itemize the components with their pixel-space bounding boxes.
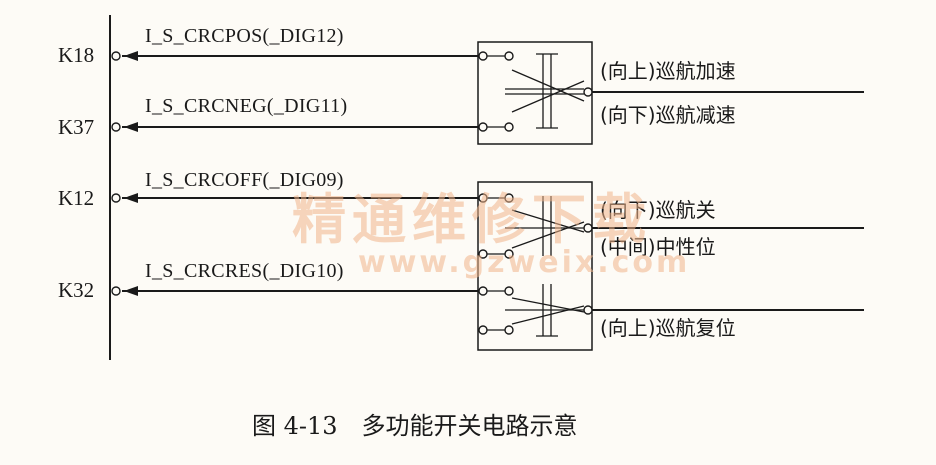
switch-2-contact-3-left — [478, 286, 488, 296]
arrow-k12 — [124, 193, 138, 203]
pin-label-k18: K18 — [58, 43, 94, 67]
switch-2-common-node-lower — [583, 305, 593, 315]
switch-2-contact-4-right — [504, 325, 514, 335]
switch-1-contact-lower-left — [478, 122, 488, 132]
switch-1-position-up: (向上)巡航加速 — [600, 59, 736, 83]
watermark-text: 精通维修下载 — [292, 188, 652, 251]
switch-1-contact-lower-right — [504, 122, 514, 132]
switch-1-position-down: (向下)巡航减速 — [600, 103, 736, 127]
switch-2-off-resume — [477, 181, 593, 351]
pin-node-k32 — [111, 286, 121, 296]
signal-label-crcoff: I_S_CRCOFF(_DIG09) — [145, 169, 344, 191]
switch-1-accel-decel — [477, 41, 593, 145]
switch-1-housing — [477, 41, 593, 145]
signal-label-crcpos: I_S_CRCPOS(_DIG12) — [145, 25, 344, 47]
switch-2-position-off: (向下)巡航关 — [600, 198, 716, 222]
figure-caption: 图 4-13 多功能开关电路示意 — [252, 412, 578, 440]
switch-2-housing — [477, 181, 593, 351]
arrow-k37 — [124, 122, 138, 132]
arrow-k32 — [124, 286, 138, 296]
pin-label-k37: K37 — [58, 115, 94, 139]
signal-label-crcneg: I_S_CRCNEG(_DIG11) — [145, 95, 347, 117]
pin-label-k32: K32 — [58, 278, 94, 302]
pin-node-k12 — [111, 193, 121, 203]
arrow-k18 — [124, 51, 138, 61]
switch-2-position-neutral: (中间)中性位 — [600, 235, 716, 259]
switch-1-contact-upper-right — [504, 51, 514, 61]
pin-label-k12: K12 — [58, 186, 94, 210]
pin-node-k37 — [111, 122, 121, 132]
signal-label-crcres: I_S_CRCRES(_DIG10) — [145, 260, 344, 282]
switch-1-common-node — [583, 87, 593, 97]
switch-1-contact-upper-left — [478, 51, 488, 61]
switch-2-contact-4-left — [478, 325, 488, 335]
switch-1-blade-up — [511, 80, 585, 113]
switch-2-position-resume: (向上)巡航复位 — [600, 316, 736, 340]
pin-node-k18 — [111, 51, 121, 61]
switch-2-contact-3-right — [504, 286, 514, 296]
switch-2-blade-off-b — [511, 221, 585, 249]
watermark-url: www.gzweix.com — [358, 245, 690, 280]
switch-2-blade-resume-b — [511, 305, 585, 325]
switch-1-blade-down — [511, 69, 585, 102]
